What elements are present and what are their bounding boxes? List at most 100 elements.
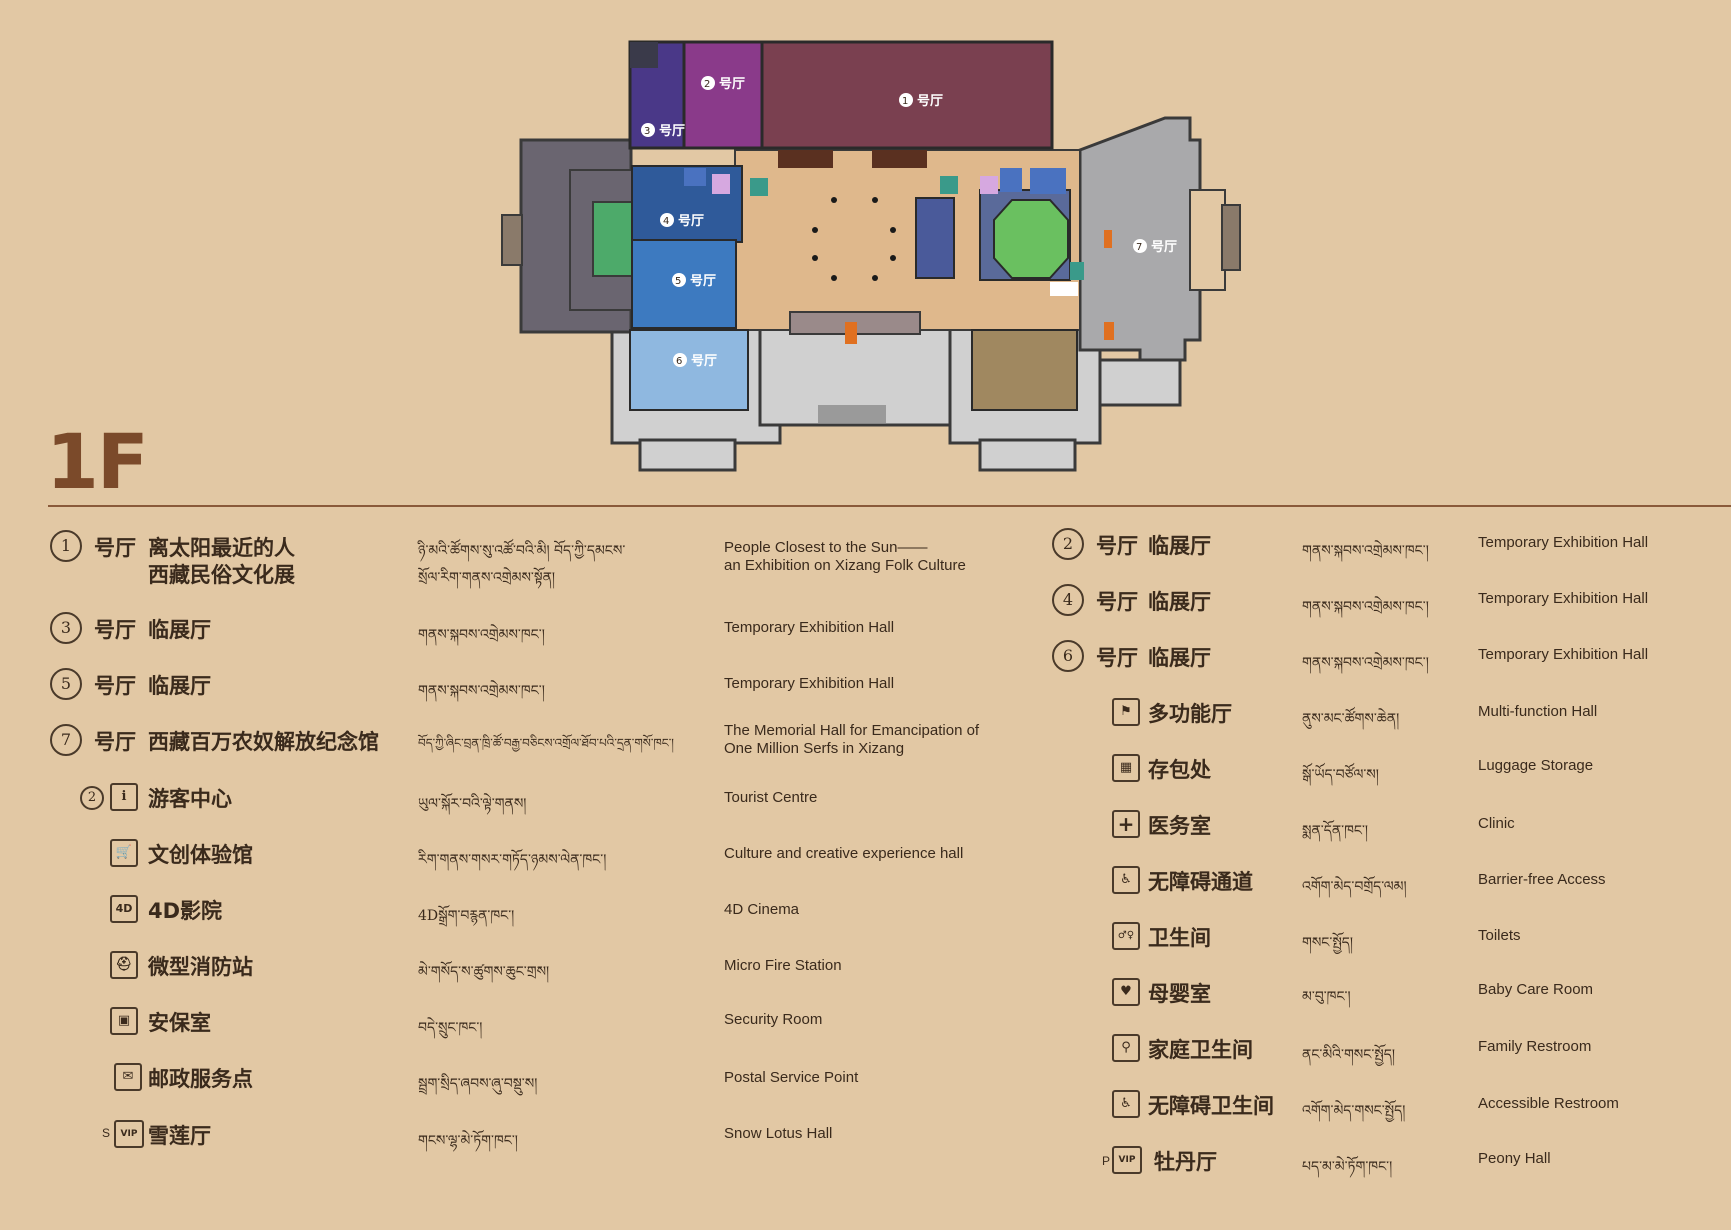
hall-name-en-line2: an Exhibition on Xizang Folk Culture	[724, 557, 966, 574]
hall-label: 号厅	[94, 674, 136, 698]
facility-name-en: 4D Cinema	[724, 901, 800, 918]
label-hall-2: 2 号厅	[701, 76, 745, 92]
fire-station-icon: ⛑	[110, 951, 138, 979]
svg-text:号厅: 号厅	[691, 354, 717, 369]
hall-label: 号厅	[94, 730, 136, 754]
hall-label: 号厅	[1096, 590, 1138, 614]
facility-name-en: Clinic	[1478, 815, 1515, 832]
facility-name-en: Security Room	[724, 1011, 823, 1028]
svg-text:号厅: 号厅	[678, 214, 704, 229]
facility-name-cn: 牡丹厅	[1154, 1150, 1217, 1174]
facility-name-cn: 母婴室	[1148, 982, 1211, 1006]
facility-name-bo: ཡུལ་སྐོར་བའི་ལྟེ་གནས།	[418, 796, 527, 812]
hall-2	[680, 40, 764, 150]
family-restroom-icon: ⚲	[1112, 1034, 1140, 1062]
facility-name-cn: 微型消防站	[148, 955, 253, 979]
facility-name-cn: 雪莲厅	[148, 1124, 211, 1148]
multifunction-hall	[993, 199, 1069, 279]
hall-label: 号厅	[94, 618, 136, 642]
facility-name-en: Micro Fire Station	[724, 957, 842, 974]
facility-name-en: Tourist Centre	[724, 789, 818, 806]
svg-text:1: 1	[902, 96, 908, 107]
facility-name-cn: 卫生间	[1148, 926, 1211, 950]
facility-name-cn: 存包处	[1148, 758, 1211, 782]
svg-text:2: 2	[704, 79, 710, 90]
toilet-icon: ♂♀	[1112, 922, 1140, 950]
facility-name-bo: འགོག་མེད་བགྲོད་ལམ།	[1302, 879, 1407, 895]
legend-divider	[48, 505, 1731, 507]
label-hall-6: 6 号厅	[673, 353, 717, 369]
facility-name-cn: 邮政服务点	[148, 1067, 253, 1091]
hall-label: 号厅	[1096, 534, 1138, 558]
hall-name-bo: ཉི་མའི་ཚོགས་སུ་འཚོ་བའི་མི། བོད་ཀྱི་དམངས་	[418, 543, 626, 559]
hall-name-en: Temporary Exhibition Hall	[724, 619, 895, 636]
hall-name-bo: གནས་སྐབས་འགྲེམས་ཁང་།	[1302, 655, 1429, 671]
south-olive-room	[971, 329, 1078, 411]
security-icon: ▣	[110, 1007, 138, 1035]
facility-name-bo: མ་བུ་ཁང་།	[1302, 989, 1351, 1005]
baby-care-icon: ♥	[1112, 978, 1140, 1006]
facility-name-en: Multi-function Hall	[1478, 703, 1598, 720]
facility-name-cn: 4D影院	[148, 899, 223, 923]
hall-name-en: People Closest to the Sun——	[724, 539, 928, 556]
hall-name-bo: གནས་སྐབས་འགྲེམས་ཁང་།	[1302, 543, 1429, 559]
facility-name-bo: བདེ་སྲུང་ཁང་།	[418, 1020, 483, 1036]
hall-name-bo: གནས་སྐབས་འགྲེམས་ཁང་།	[1302, 599, 1429, 615]
label-hall-7: 7 号厅	[1133, 239, 1177, 255]
hall-name-en: Temporary Exhibition Hall	[1478, 534, 1649, 551]
facility-name-en: Luggage Storage	[1478, 757, 1594, 774]
luggage-icon: ▦	[1112, 754, 1140, 782]
hall-number-badge: 6	[1052, 640, 1084, 672]
atrium-columns	[812, 197, 896, 281]
facility-name-en: Postal Service Point	[724, 1069, 859, 1086]
vip-icon: VIP	[1112, 1146, 1142, 1174]
floor-title: 1F	[46, 417, 149, 506]
floor-map: 1 号厅 2 号厅 3 号厅 4 号厅 5 号厅 6 号厅 7 号厅	[501, 40, 1241, 472]
hall-name-en: Temporary Exhibition Hall	[724, 675, 895, 692]
hall-name-cn: 离太阳最近的人	[148, 536, 295, 560]
svg-text:号厅: 号厅	[659, 124, 685, 139]
hall-name-en: Temporary Exhibition Hall	[1478, 590, 1649, 607]
hall-number-badge: 3	[50, 612, 82, 644]
hall-name-cn: 临展厅	[148, 674, 211, 698]
label-hall-4: 4 号厅	[660, 213, 704, 229]
facility-name-cn: 医务室	[1148, 814, 1211, 838]
facility-name-cn: 无障碍卫生间	[1148, 1094, 1274, 1118]
facility-name-en: Baby Care Room	[1478, 981, 1594, 998]
facility-name-bo: པད་མ་མེ་ཏོག་ཁང་།	[1302, 1159, 1393, 1175]
label-hall-5: 5 号厅	[672, 273, 716, 289]
label-hall-1: 1 号厅	[899, 93, 943, 109]
svg-text:5: 5	[675, 276, 681, 287]
hall-name-en: The Memorial Hall for Emancipation of	[724, 722, 980, 739]
hall-number-badge: 4	[1052, 584, 1084, 616]
facility-name-en: Accessible Restroom	[1478, 1095, 1619, 1112]
facility-name-en: Barrier-free Access	[1478, 871, 1606, 888]
facility-name-bo: གངས་ལྷ་མེ་ཏོག་ཁང་།	[418, 1133, 518, 1149]
svg-text:3: 3	[644, 126, 650, 137]
facility-name-bo: ནང་མིའི་གསང་སྤྱོད།	[1302, 1047, 1395, 1063]
facility-name-en: Culture and creative experience hall	[724, 845, 964, 862]
svg-text:号厅: 号厅	[917, 94, 943, 109]
facility-name-bo: གསང་སྤྱོད།	[1302, 935, 1353, 951]
facility-name-en: Snow Lotus Hall	[724, 1125, 833, 1142]
green-room-west	[592, 201, 634, 277]
medical-cross-icon: +	[1112, 810, 1140, 838]
hall-number-badge: 1	[50, 530, 82, 562]
facility-name-bo: མེ་གསོད་ས་ཚུགས་ཆུང་གྲས།	[418, 964, 550, 980]
facility-name-bo: འགོག་མེད་གསང་སྤྱོད།	[1302, 1103, 1406, 1119]
svg-text:4: 4	[663, 216, 669, 227]
hall-number-badge: 5	[50, 668, 82, 700]
shopping-cart-icon: 🛒	[110, 839, 138, 867]
hall-name-cn: 临展厅	[1148, 646, 1211, 670]
hall-6	[629, 329, 749, 411]
hall-name-cn: 西藏百万农奴解放纪念馆	[148, 730, 379, 754]
facility-name-bo: 4Dསྒྲོག་བརྙན་ཁང་།	[418, 908, 515, 924]
wheelchair-icon: ♿	[1112, 866, 1140, 894]
facility-name-cn: 游客中心	[148, 787, 232, 811]
svg-text:号厅: 号厅	[719, 77, 745, 92]
postal-icon: ✉	[114, 1063, 142, 1091]
vip-icon: VIP	[114, 1120, 144, 1148]
facility-name-cn: 文创体验馆	[148, 843, 253, 867]
hall-number-badge: 2	[1052, 528, 1084, 560]
hall-name-cn: 临展厅	[1148, 590, 1211, 614]
